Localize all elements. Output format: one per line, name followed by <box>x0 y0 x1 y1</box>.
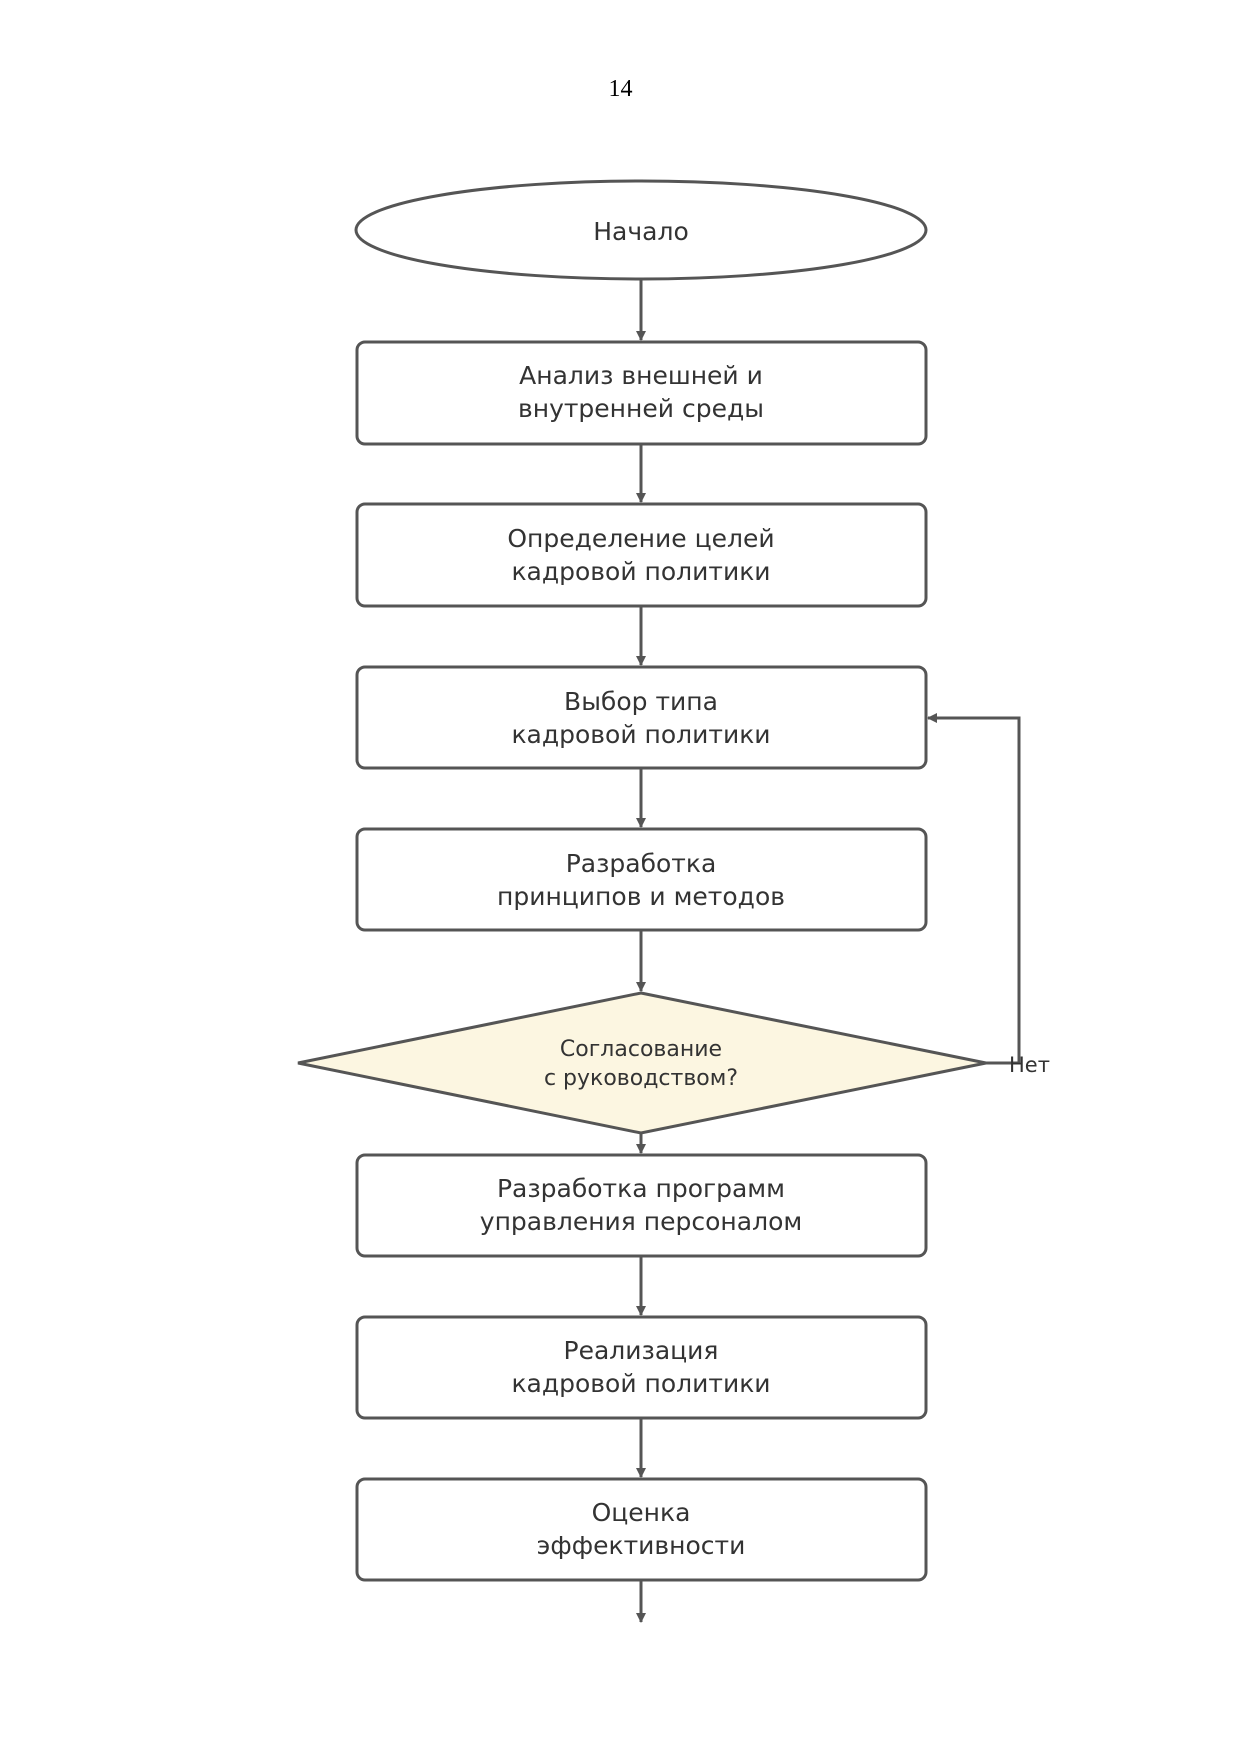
decision-node: Согласование с руководством? <box>297 991 987 1135</box>
step-label-line-1: Оценка <box>592 1498 691 1527</box>
connectors <box>636 279 1021 1623</box>
step-label-line-2: принципов и методов <box>497 882 785 911</box>
step-label-line-1: Реализация <box>564 1336 719 1365</box>
step-label-line-2: эффективности <box>537 1531 746 1560</box>
decision-no-label: Нет <box>1009 1053 1050 1077</box>
step-label-line-2: кадровой политики <box>511 557 770 586</box>
step-label-line-2: управления персоналом <box>480 1207 802 1236</box>
step-evaluation: Оценка эффективности <box>355 1477 928 1582</box>
decision-label-line-1: Согласование <box>560 1037 722 1062</box>
step-label-line-1: Разработка программ <box>497 1174 785 1203</box>
decision-label-line-2: с руководством? <box>544 1066 738 1091</box>
step-programs: Разработка программ управления персонало… <box>355 1153 928 1258</box>
step-implementation: Реализация кадровой политики <box>355 1315 928 1420</box>
start-node: Начало <box>354 179 928 281</box>
step-label-line-1: Анализ внешней и <box>519 361 763 390</box>
start-label: Начало <box>593 217 688 246</box>
step-principles: Разработка принципов и методов <box>355 827 928 932</box>
page-number: 14 <box>608 76 633 102</box>
step-label-line-2: кадровой политики <box>511 1369 770 1398</box>
step-label-line-1: Определение целей <box>507 524 774 553</box>
step-policy-type: Выбор типа кадровой политики <box>355 665 928 770</box>
step-label-line-2: внутренней среды <box>518 394 764 423</box>
arrow-no-loop-back <box>927 713 1021 1065</box>
step-label-line-1: Выбор типа <box>564 687 718 716</box>
step-analysis: Анализ внешней и внутренней среды <box>355 340 928 446</box>
step-goals: Определение целей кадровой политики <box>355 502 928 608</box>
step-label-line-1: Разработка <box>566 849 717 878</box>
step-label-line-2: кадровой политики <box>511 720 770 749</box>
